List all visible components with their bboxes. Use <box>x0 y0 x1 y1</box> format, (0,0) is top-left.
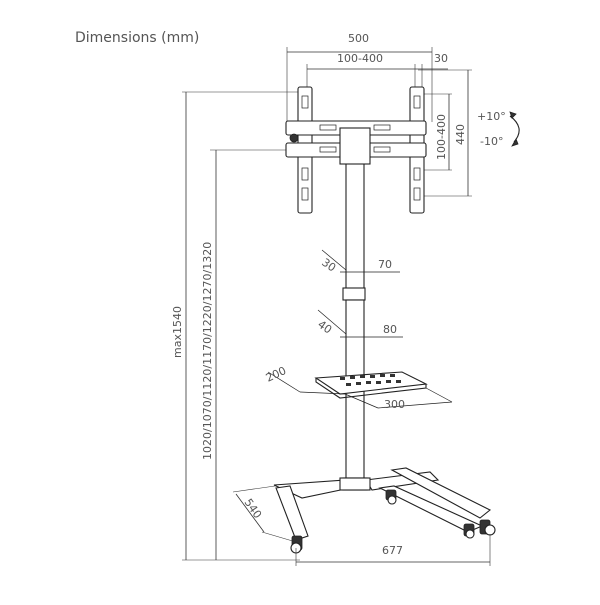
vesa-horizontal-dimension: 100-400 <box>306 52 416 100</box>
height-dimension-440: 440 <box>418 69 472 197</box>
label-col-80: 80 <box>383 323 397 336</box>
label-base-540: 540 <box>242 496 265 521</box>
label-col-70: 70 <box>378 258 392 271</box>
label-440: 440 <box>454 124 467 145</box>
column <box>342 159 368 491</box>
label-base-677: 677 <box>382 544 403 557</box>
label-shelf-300: 300 <box>384 398 405 411</box>
label-col-40: 40 <box>315 318 334 337</box>
label-offset-30: 30 <box>434 52 448 65</box>
label-vesa-v: 100-400 <box>435 114 448 160</box>
tilt-arrowhead-bottom-icon <box>511 138 519 147</box>
base <box>273 467 492 541</box>
height-steps-dimension: 1020/1070/1120/1170/1220/1270/1320 <box>201 149 296 560</box>
tilt-arrowhead-top-icon <box>509 111 517 119</box>
label-col-30: 30 <box>319 256 338 275</box>
label-tilt-up: +10° <box>477 110 506 123</box>
label-500: 500 <box>348 32 369 45</box>
label-tilt-down: -10° <box>480 135 503 148</box>
max-height-dimension: max1540 <box>171 91 300 561</box>
shelf-dimension-300: 300 <box>344 387 453 411</box>
vesa-bracket <box>285 86 427 214</box>
width-dimension-500: 500 <box>286 32 433 122</box>
diagram-title: Dimensions (mm) <box>75 30 199 46</box>
label-shelf-200: 200 <box>264 364 289 385</box>
tilt-indicator: +10° -10° <box>477 110 520 148</box>
label-max-height: max1540 <box>171 306 184 358</box>
shelf <box>314 371 428 399</box>
tilt-arrow-icon <box>509 115 520 143</box>
base-dimension-677: 677 <box>295 534 491 566</box>
label-vesa-h: 100-400 <box>337 52 383 65</box>
label-height-steps: 1020/1070/1120/1170/1220/1270/1320 <box>201 242 214 460</box>
column-dimension-30-70: 30 70 <box>319 249 400 275</box>
